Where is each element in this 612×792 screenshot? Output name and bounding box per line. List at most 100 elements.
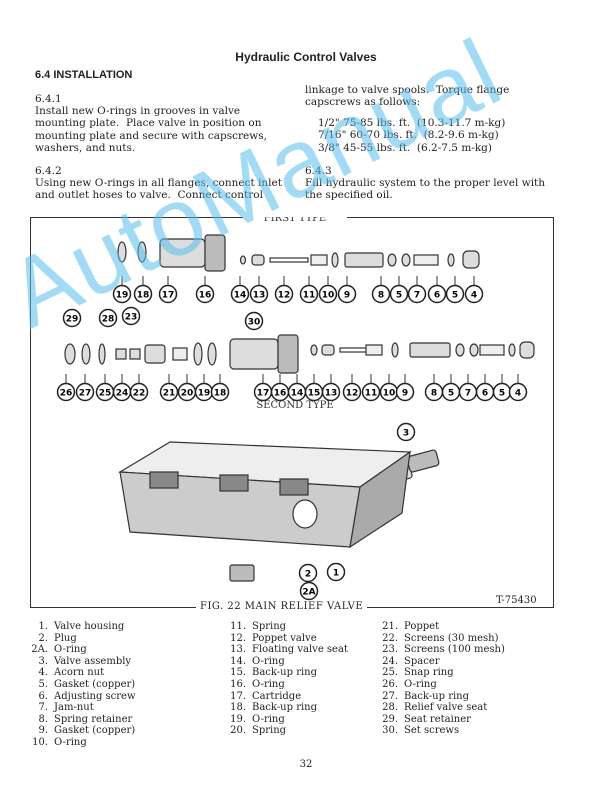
part-number: 2A. (31, 644, 48, 656)
callout-label: 8 (431, 389, 437, 399)
callout-circle (158, 284, 178, 304)
part-number: 4. (38, 667, 48, 679)
callout-label: 3 (403, 429, 409, 439)
part-number: 28. (382, 702, 398, 714)
part-number: 12. (230, 632, 246, 644)
para-6-4-3-number: 6.4.3 (305, 165, 332, 177)
parts-list-item: 17.Cartridge (218, 691, 348, 703)
callout-label: 17 (257, 389, 270, 399)
part-name: Seat retainer (404, 713, 471, 725)
callout-label: 28 (102, 315, 115, 325)
callout-label: 11 (365, 389, 378, 399)
figure-reference: T-75430 (496, 595, 537, 606)
callout-label: 19 (198, 389, 211, 399)
part-number: 16. (230, 678, 246, 690)
part-number: 21. (382, 621, 398, 632)
part-name: O-ring (252, 713, 285, 725)
callout-circle (508, 382, 528, 402)
parts-list-item: 29.Seat retainer (370, 714, 505, 726)
parts-list-item: 28.Relief valve seat (370, 702, 505, 714)
part-number: 26. (382, 678, 398, 690)
callout-label: 4 (471, 291, 477, 301)
callout-circle (133, 284, 153, 304)
callout-circle (159, 382, 179, 402)
part-name: Gasket (copper) (54, 725, 136, 737)
part-name: Spring (252, 725, 287, 737)
parts-list-item: 4.Acorn nut (20, 667, 136, 679)
callout-label: 23 (125, 313, 138, 323)
parts-list-item: 19.O-ring (218, 714, 348, 726)
parts-list-item: 7.Jam-nut (20, 702, 136, 714)
callout-label: 14 (234, 291, 247, 301)
part-number: 2. (38, 632, 48, 644)
callout-label: 18 (137, 291, 150, 301)
part-number: 1. (38, 621, 48, 632)
callout-label: 20 (181, 389, 194, 399)
second-type-label: SECOND TYPE (256, 400, 333, 411)
parts-list-item: 12. Poppet valve (218, 633, 348, 645)
callout-label: 17 (162, 291, 175, 301)
para-6-4-1: Install new O-rings in grooves in valve … (35, 105, 267, 154)
para-6-4-2-continued: linkage to valve spools. Torque flange c… (305, 84, 510, 109)
parts-list-item: 8.Spring retainer (20, 714, 136, 726)
callout-circle (244, 311, 264, 331)
part-number: 5. (38, 678, 48, 690)
callout-label: 5 (452, 291, 458, 301)
callout-circle (395, 382, 415, 402)
page-number: 32 (299, 759, 313, 770)
callout-label: 15 (308, 389, 321, 399)
parts-list-item: 25.Snap ring (370, 667, 505, 679)
callout-circle (464, 284, 484, 304)
part-name: Adjusting screw (54, 690, 136, 702)
part-name: Cartridge (252, 690, 302, 702)
callout-circle (129, 382, 149, 402)
part-number: 11. (230, 621, 246, 632)
part-number: 22. (382, 632, 398, 644)
page-title: Hydraulic Control Valves (235, 50, 377, 64)
parts-list-item: 13.Floating valve seat (218, 644, 348, 656)
callout-circle (98, 308, 118, 328)
callout-circle (195, 284, 215, 304)
figure-caption: FIG. 22 MAIN RELIEF VALVE (196, 601, 368, 612)
callout-circle (121, 306, 141, 326)
callout-label: 19 (116, 291, 129, 301)
callout-label: 16 (274, 389, 287, 399)
callout-label: 5 (396, 291, 402, 301)
part-number: 9. (38, 725, 48, 737)
parts-list-item: 18.Back-up ring (218, 702, 348, 714)
part-number: 30. (382, 725, 398, 737)
callout-label: 27 (79, 389, 92, 399)
callout-label: 10 (322, 291, 335, 301)
callout-label: 10 (383, 389, 396, 399)
part-number: 24. (382, 655, 398, 667)
part-name: Back-up ring (252, 667, 318, 679)
callout-circle (337, 284, 357, 304)
para-6-4-3: Fill hydraulic system to the proper leve… (305, 177, 546, 202)
part-name: O-ring (404, 678, 437, 690)
callout-label: 22 (133, 389, 146, 399)
callout-circle (342, 382, 362, 402)
callout-label: 11 (303, 291, 316, 301)
part-name: Poppet valve (252, 632, 317, 644)
part-name: Spring retainer (54, 713, 133, 725)
callout-circle (249, 284, 269, 304)
parts-list-item: 26. O-ring (370, 679, 505, 691)
parts-list-item: 11.Spring (218, 621, 348, 633)
callout-label: 13 (253, 291, 266, 301)
parts-list-item: 23.Screens (100 mesh) (370, 644, 505, 656)
callout-circle (299, 284, 319, 304)
callout-circle (321, 382, 341, 402)
callout-label: 1 (333, 569, 339, 579)
parts-list-item: 15.Back-up ring (218, 667, 348, 679)
callout-circle (326, 562, 346, 582)
part-name: O-ring (54, 644, 87, 656)
callout-label: 29 (66, 315, 79, 325)
part-number: 13. (230, 644, 246, 656)
callout-circle (427, 284, 447, 304)
callout-label: 14 (291, 389, 304, 399)
callout-circle (230, 284, 250, 304)
part-name: O-ring (252, 655, 285, 667)
parts-list-item: 9. Gasket (copper) (20, 725, 136, 737)
